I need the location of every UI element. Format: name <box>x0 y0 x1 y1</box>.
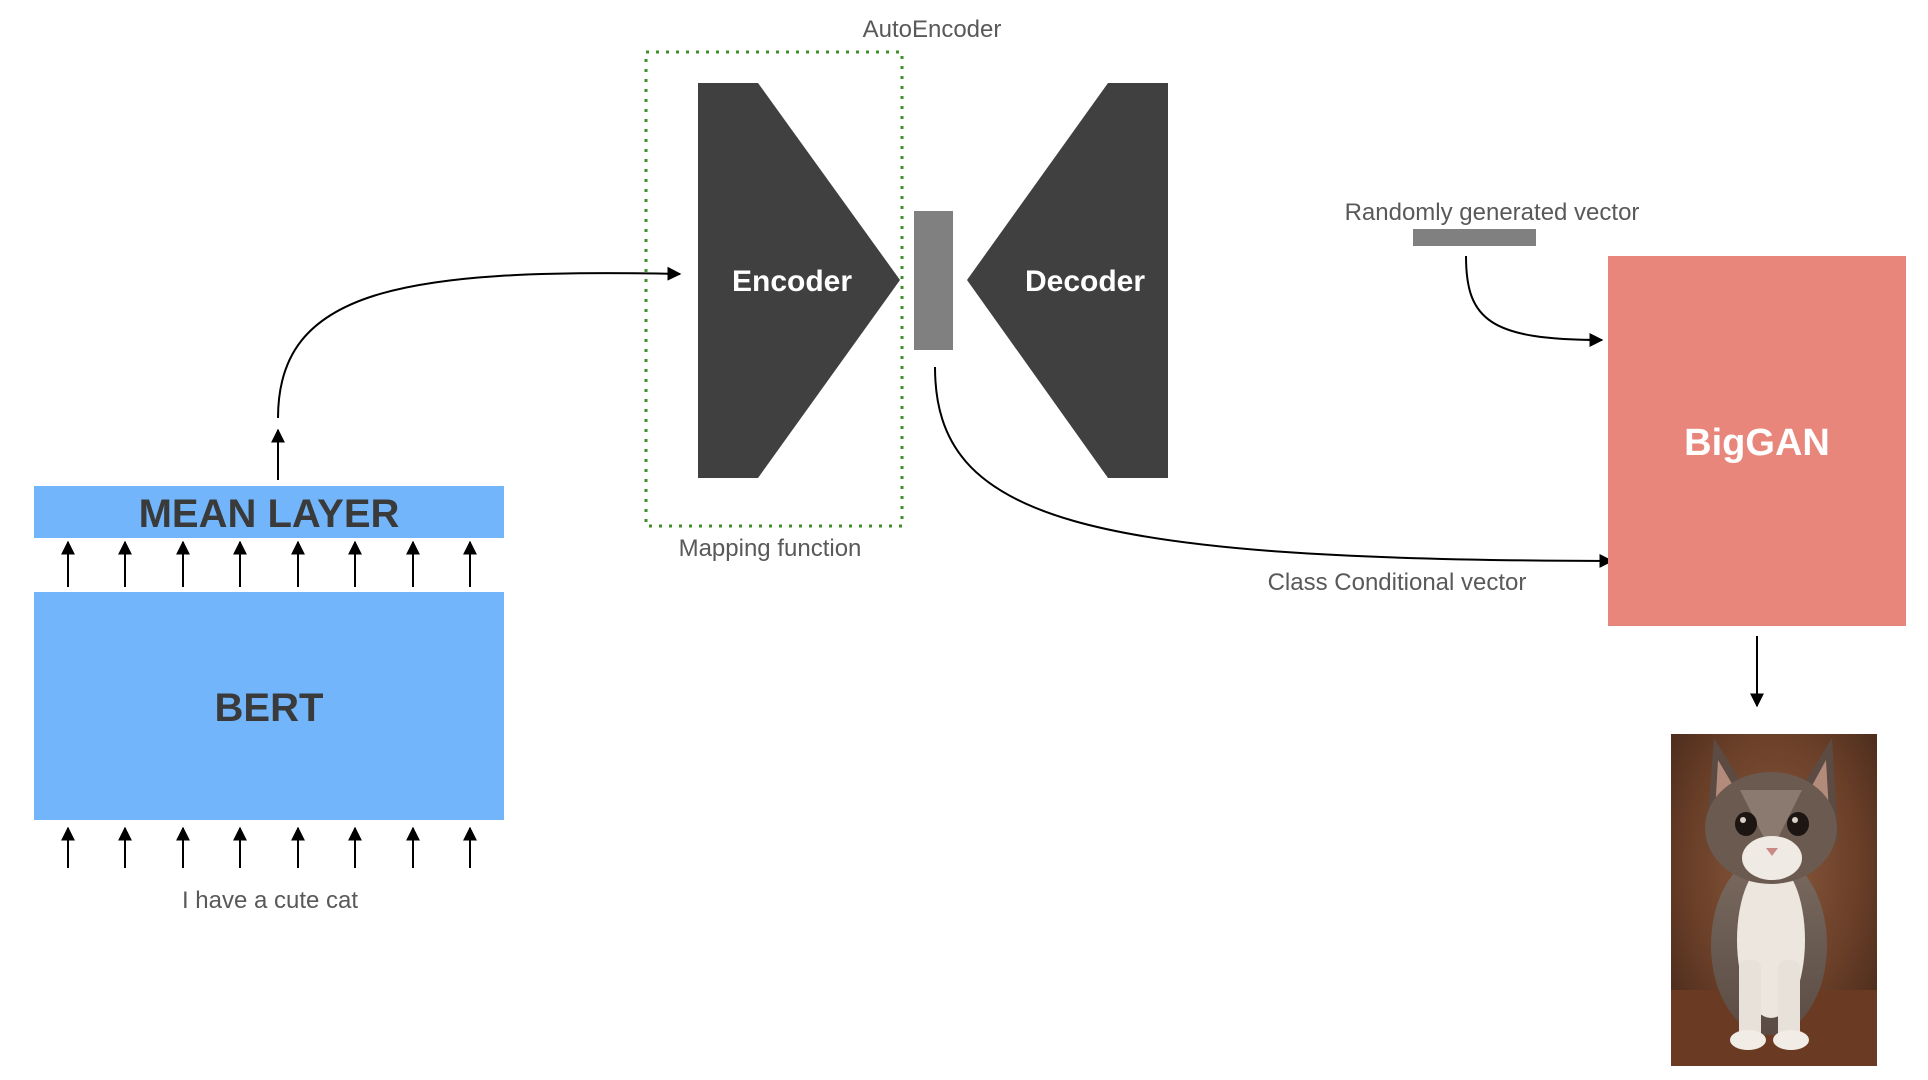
input-arrows <box>61 826 477 868</box>
bert-block <box>34 592 504 820</box>
mean-to-encoder-curve <box>277 266 682 419</box>
encoder-label: Encoder <box>732 265 852 298</box>
random-vector-label: Randomly generated vector <box>1345 199 1640 226</box>
biggan-block <box>1608 256 1906 626</box>
decoder-shape <box>967 83 1168 478</box>
encoder-shape <box>698 83 900 478</box>
input-sentence: I have a cute cat <box>182 887 358 914</box>
mapping-function-border <box>644 50 904 528</box>
random-to-biggan-curve <box>1465 255 1604 347</box>
latent-vector-bar <box>914 211 953 350</box>
mean-layer-block <box>34 486 504 538</box>
latent-to-biggan-curve <box>934 366 1614 568</box>
bert-to-mean-arrows <box>61 540 477 587</box>
biggan-label: BigGAN <box>1684 422 1830 464</box>
mean-layer-label: MEAN LAYER <box>139 492 400 536</box>
random-vector-bar <box>1413 229 1536 246</box>
class-conditional-label: Class Conditional vector <box>1268 569 1527 596</box>
decoder-label: Decoder <box>1025 265 1145 298</box>
autoencoder-label: AutoEncoder <box>863 16 1002 43</box>
bert-label: BERT <box>215 686 324 730</box>
kitten-output-image <box>1671 734 1877 1066</box>
mapping-function-label: Mapping function <box>679 535 862 562</box>
